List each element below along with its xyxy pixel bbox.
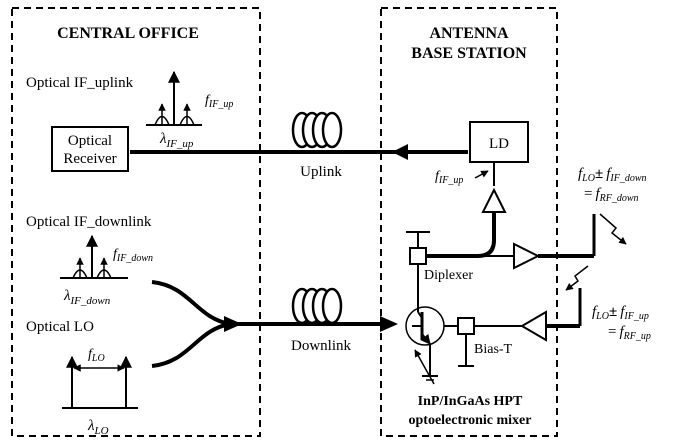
rf-down-formula-line1: fLO±fIF_down xyxy=(578,166,646,184)
uplink-label: Uplink xyxy=(300,164,342,180)
abs-f-if-up-label: fIF_up xyxy=(435,169,463,186)
rf-up-formula-line1: fLO±fIF_up xyxy=(592,304,649,322)
optical-receiver-box xyxy=(51,126,129,172)
lambda-lo-label: λLO xyxy=(87,418,109,437)
diplexer-label: Diplexer xyxy=(424,268,473,283)
central-office-box xyxy=(11,7,261,437)
rx-wave xyxy=(565,265,589,291)
lambda-if-down-label: λIF_down xyxy=(63,288,111,307)
optical-lo-label: Optical LO xyxy=(26,319,94,335)
lo-spectrum xyxy=(62,355,138,409)
diplexer-box xyxy=(409,247,427,265)
uplink-spectrum xyxy=(146,70,202,126)
ld-box xyxy=(469,121,529,163)
optical-if-uplink-label: Optical IF_uplink xyxy=(26,75,134,91)
tx-wave xyxy=(599,213,627,245)
bias-t-label: Bias-T xyxy=(474,342,513,357)
abs-title-line2: BASE STATION xyxy=(411,45,527,62)
bias-t-box xyxy=(457,317,475,335)
rf-up-amplifier xyxy=(520,310,547,342)
mixer-pointer-arrow xyxy=(414,349,435,385)
downlink-label: Downlink xyxy=(291,338,352,354)
mixer-label-line2: optoelectronic mixer xyxy=(409,413,532,428)
optical-coupler xyxy=(151,280,231,368)
downlink-coupler-arrow xyxy=(224,316,242,332)
downlink-fiber-coil xyxy=(291,287,343,325)
uplink-fiber-coil xyxy=(291,111,343,149)
optical-if-downlink-label: Optical IF_downlink xyxy=(26,214,152,230)
uplink-fiber-arrow xyxy=(392,144,408,160)
abs-title-line1: ANTENNA xyxy=(429,25,509,42)
optical-receiver-line1: Optical xyxy=(68,133,112,149)
lambda-if-up-label: λIF_up xyxy=(159,131,194,150)
if-up-amplifier xyxy=(481,187,507,213)
rf-down-formula-line2: =fRF_down xyxy=(584,186,639,204)
downlink-spectrum xyxy=(60,234,128,279)
rf-down-amplifier xyxy=(513,242,541,270)
ld-label: LD xyxy=(489,136,509,152)
optical-receiver-line2: Receiver xyxy=(63,151,116,167)
f-if-up-label: fIF_up xyxy=(205,93,233,110)
mixer-label-line1: InP/InGaAs HPT xyxy=(418,394,523,409)
antenna-base-station-box xyxy=(380,7,558,437)
rf-up-formula-line2: =fRF_up xyxy=(608,324,651,342)
central-office-title: CENTRAL OFFICE xyxy=(57,25,199,42)
f-lo-label: fLO xyxy=(88,347,105,364)
downlink-fiber-arrow xyxy=(380,316,398,332)
f-if-down-label: fIF_down xyxy=(113,247,153,264)
